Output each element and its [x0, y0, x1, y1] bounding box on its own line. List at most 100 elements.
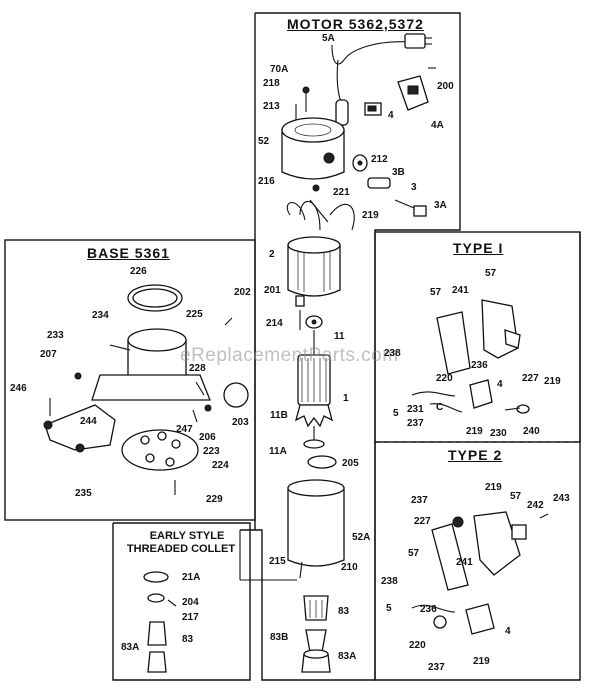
handle-57-t2-right [473, 511, 521, 576]
callout: 221 [333, 187, 350, 198]
callout: 11 [334, 331, 345, 342]
switch-type2 [465, 603, 495, 635]
knob-203 [223, 382, 249, 408]
callout: 11A [269, 446, 287, 457]
callout: 3 [411, 182, 417, 193]
callout: 83A [338, 651, 357, 662]
callout: 57 [510, 491, 522, 502]
callout: 206 [199, 432, 216, 443]
callout: 201 [264, 285, 281, 296]
callout: 231 [407, 404, 424, 415]
type1-title: TYPE I [453, 240, 504, 256]
callout: 219 [473, 656, 490, 667]
callout: 215 [269, 556, 286, 567]
callout: 244 [80, 416, 97, 427]
callout: 237 [428, 662, 445, 673]
callout: 70A [270, 64, 289, 75]
type2-title: TYPE 2 [448, 447, 503, 463]
callout: 205 [342, 458, 359, 469]
callout: 83A [121, 642, 140, 653]
callout: 241 [456, 557, 473, 568]
callout: 52 [258, 136, 270, 147]
ring-21A [143, 571, 169, 583]
callout: 242 [527, 500, 544, 511]
collet-early [147, 621, 167, 646]
callout: 225 [186, 309, 203, 320]
callout: 5A [322, 33, 335, 44]
callout: 219 [485, 482, 502, 493]
callout: 233 [47, 330, 64, 341]
motor-panel-border [240, 12, 461, 681]
callout: 83 [182, 634, 194, 645]
callout: 247 [176, 424, 193, 435]
switch-type1 [469, 379, 493, 409]
callout: 223 [203, 446, 220, 457]
callout: 3B [392, 167, 405, 178]
callout: 202 [234, 287, 251, 298]
callout: 220 [436, 373, 453, 384]
callout: 240 [523, 426, 540, 437]
callout: 220 [409, 640, 426, 651]
callout: 236 [471, 360, 488, 371]
callout: 226 [130, 266, 147, 277]
callout: 5 [386, 603, 392, 614]
handle-57-t2-left [431, 523, 469, 591]
callout: 219 [466, 426, 483, 437]
base-panel-border [4, 239, 256, 521]
callout: 210 [341, 562, 358, 573]
callout: 234 [92, 310, 109, 321]
handle-57-right [481, 299, 519, 359]
callout: 219 [544, 376, 561, 387]
callout: 229 [206, 494, 223, 505]
early-title-line1: EARLY STYLE [149, 530, 225, 542]
callout: 52A [352, 532, 371, 543]
brush-holder-3B [367, 177, 391, 189]
callout: 227 [522, 373, 539, 384]
bearing-retainer [307, 455, 337, 469]
callout: 224 [212, 460, 229, 471]
callout: 2 [269, 249, 275, 260]
callout: 214 [266, 318, 283, 329]
callout: 204 [182, 597, 199, 608]
callout: 203 [232, 417, 249, 428]
callout: 4 [388, 110, 394, 121]
callout: 1 [343, 393, 349, 404]
fan-11B [295, 404, 333, 428]
callout: 217 [182, 612, 199, 623]
base-flange [91, 374, 211, 401]
base-title: BASE 5361 [87, 245, 170, 261]
callout: 243 [553, 493, 570, 504]
brush-cap-3A [413, 205, 427, 217]
callout: 4A [431, 120, 444, 131]
nut-83A-early [147, 651, 167, 673]
type1-panel-border [374, 231, 581, 443]
callout: 241 [452, 285, 469, 296]
callout: 200 [437, 81, 454, 92]
cord-sleeve [335, 99, 349, 126]
callout: 83B [270, 632, 289, 643]
callout: 83 [338, 606, 350, 617]
callout: 237 [407, 418, 424, 429]
callout: 238 [384, 348, 401, 359]
cord-lower [336, 59, 343, 106]
handle-235 [44, 404, 116, 451]
callout: 5 [393, 408, 399, 419]
callout: 218 [263, 78, 280, 89]
callout: 228 [189, 363, 206, 374]
callout: 4 [497, 379, 503, 390]
callout: 57 [430, 287, 442, 298]
callout: 230 [490, 428, 507, 439]
callout: 219 [362, 210, 379, 221]
handle-57-left [436, 311, 471, 375]
early-title-line2: THREADED COLLET [126, 543, 236, 555]
callout: 3A [434, 200, 447, 211]
callout: 212 [371, 154, 388, 165]
callout: 207 [40, 349, 57, 360]
motor-title: MOTOR 5362,5372 [287, 16, 424, 32]
callout: 238 [381, 576, 398, 587]
collet-83B [305, 629, 327, 653]
callout: 236 [420, 604, 437, 615]
callout: 57 [408, 548, 420, 559]
